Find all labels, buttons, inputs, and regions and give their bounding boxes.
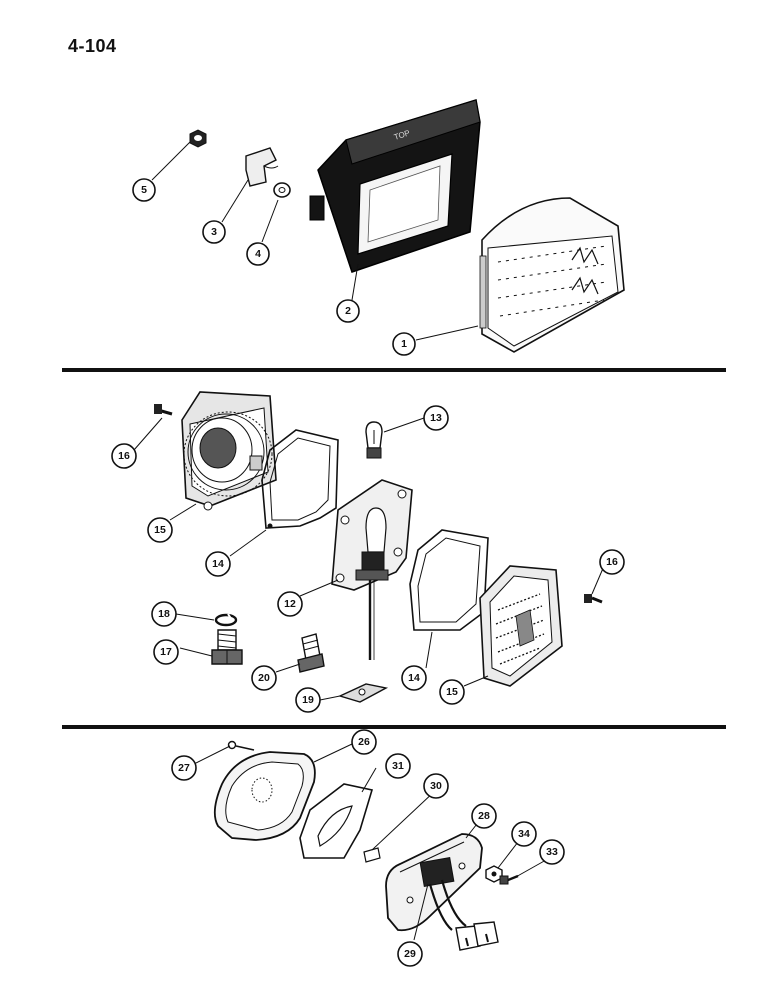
svg-text:27: 27 [178,762,190,774]
part-18-lock-washer[interactable] [214,613,238,627]
part-17-bolt[interactable] [211,629,243,665]
svg-text:28: 28 [478,810,490,822]
svg-text:4: 4 [255,248,261,260]
svg-text:16: 16 [118,450,130,462]
svg-text:2: 2 [345,305,351,317]
callout-20[interactable]: 20 [251,665,277,691]
section-marker-lamp [154,391,603,703]
callout-33[interactable]: 33 [539,839,565,865]
part-31-gasket[interactable] [299,783,374,859]
svg-text:12: 12 [284,598,296,610]
svg-text:14: 14 [408,672,420,684]
svg-text:20: 20 [258,672,270,684]
callout-18[interactable]: 18 [151,601,177,627]
part-13-bulb[interactable] [365,421,383,459]
callout-16-right[interactable]: 16 [599,549,625,575]
callout-13[interactable]: 13 [423,405,449,431]
svg-text:26: 26 [358,736,370,748]
svg-text:31: 31 [392,760,404,772]
callout-29[interactable]: 29 [397,941,423,967]
section-headlamp: TOP [189,99,625,353]
part-19-plate[interactable] [338,683,389,703]
part-27-screw[interactable] [227,740,255,751]
svg-text:34: 34 [518,828,530,840]
callout-31[interactable]: 31 [385,753,411,779]
svg-text:17: 17 [160,646,172,658]
svg-text:5: 5 [141,184,147,196]
svg-text:30: 30 [430,780,442,792]
svg-text:14: 14 [212,558,224,570]
callout-4[interactable]: 4 [246,242,270,266]
svg-text:15: 15 [154,524,166,536]
svg-text:33: 33 [546,846,558,858]
svg-text:13: 13 [430,412,442,424]
svg-text:1: 1 [401,338,407,350]
callout-12[interactable]: 12 [277,591,303,617]
callout-15-left[interactable]: 15 [147,517,173,543]
callout-16-left[interactable]: 16 [111,443,137,469]
callout-1[interactable]: 1 [392,332,416,356]
callout-15-right[interactable]: 15 [439,679,465,705]
part-20-bolt[interactable] [297,633,325,673]
callout-17[interactable]: 17 [153,639,179,665]
part-16-screw-right[interactable] [584,594,603,604]
part-14-gasket-right[interactable] [409,529,489,631]
callout-3[interactable]: 3 [202,220,226,244]
part-12-socket-plate[interactable] [331,479,413,660]
part-30-bulb[interactable] [363,847,381,863]
part-1-sealed-beam-lamp[interactable] [479,197,625,353]
callout-34[interactable]: 34 [511,821,537,847]
callout-14-left[interactable]: 14 [205,551,231,577]
section-tail-lamp [213,740,519,951]
part-14-gasket-left[interactable] [261,429,339,529]
part-3-bracket[interactable] [245,147,279,187]
svg-text:15: 15 [446,686,458,698]
part-26-lens-cover[interactable] [213,751,316,841]
callout-28[interactable]: 28 [471,803,497,829]
part-15-lens-left[interactable] [181,391,277,511]
callout-27[interactable]: 27 [171,755,197,781]
callout-2[interactable]: 2 [336,299,360,323]
callout-30[interactable]: 30 [423,773,449,799]
svg-text:29: 29 [404,948,416,960]
part-4-washer[interactable] [273,182,291,198]
page-number: 4-104 [68,36,117,56]
svg-text:3: 3 [211,226,217,238]
part-15-lens-right[interactable] [479,565,563,687]
svg-text:18: 18 [158,608,170,620]
svg-text:19: 19 [302,694,314,706]
svg-text:16: 16 [606,556,618,568]
callout-5[interactable]: 5 [132,178,156,202]
callout-26[interactable]: 26 [351,729,377,755]
part-16-screw-left[interactable] [154,404,173,416]
part-5-nut[interactable] [189,129,207,148]
callout-19[interactable]: 19 [295,687,321,713]
callouts: 5 3 4 2 1 16 13 15 14 16 12 18 17 20 14 … [111,141,625,967]
part-2-headlamp-housing[interactable]: TOP [309,99,481,273]
part-28-lamp-base[interactable] [385,833,499,951]
callout-14-right[interactable]: 14 [401,665,427,691]
